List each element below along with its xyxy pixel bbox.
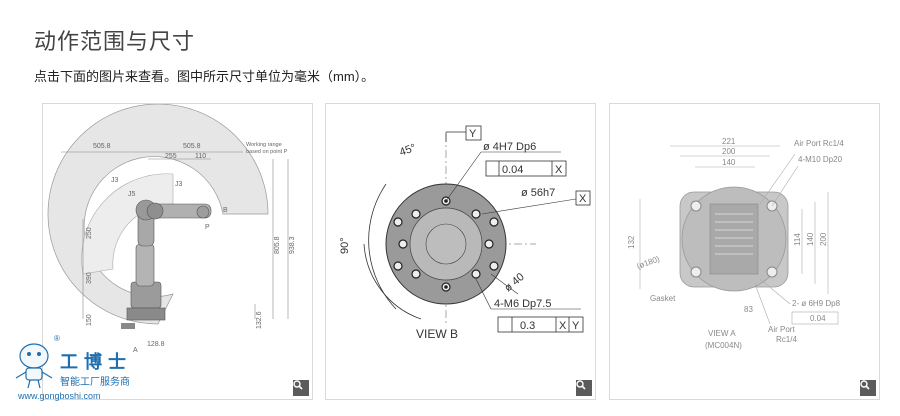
brand-url: www.gongboshi.com	[18, 391, 101, 401]
dim-390: 390	[86, 272, 93, 284]
width-140: 140	[722, 158, 736, 167]
note-working-range: Working range	[246, 142, 282, 148]
air-port-bottom-size: Rc1/4	[776, 335, 797, 344]
angle-45: 45°	[398, 142, 418, 159]
tolerance-0-3: 0.3	[520, 320, 535, 332]
image-card-view-b[interactable]: Y 0.04 X X ø 4H7 Dp6 ø 56h7 45° 90° ø 40…	[325, 103, 596, 400]
datum-y: Y	[469, 128, 477, 140]
view-a-label: VIEW A	[708, 329, 736, 338]
angle-90: 90°	[339, 237, 351, 254]
image-card-working-range[interactable]: 505.8 505.8 255 110 Working range based …	[42, 103, 313, 400]
zoom-button[interactable]	[576, 380, 592, 396]
working-range-drawing: 505.8 505.8 255 110 Working range based …	[47, 104, 296, 354]
note-point-p: based on point P	[246, 149, 288, 155]
dim-805: 805.8	[274, 236, 281, 254]
brand-tagline: 智能工厂服务商	[60, 377, 130, 388]
dim-150: 150	[86, 314, 93, 326]
thread-m10: 4-M10 Dp20	[798, 155, 843, 164]
mascot-logo-icon	[15, 343, 53, 389]
joint-j3b-label: J3	[175, 181, 183, 188]
tolerance2-datum-x: X	[559, 320, 567, 332]
view-b-label: VIEW B	[416, 327, 458, 341]
pin-spec: 2- ø 6H9 Dp8	[792, 299, 841, 308]
tolerance-0-04: 0.04	[502, 164, 523, 176]
point-p-label: P	[205, 224, 210, 231]
dim-505-left: 505.8	[93, 143, 111, 150]
page-subtitle: 点击下面的图片来查看。图中所示尺寸单位为毫米（mm）。	[34, 69, 375, 84]
joint-j5-label: J5	[128, 191, 136, 198]
height-140: 140	[806, 232, 815, 246]
gasket-label: Gasket	[650, 294, 676, 303]
width-83: 83	[744, 305, 753, 314]
zoom-button[interactable]	[860, 380, 876, 396]
tolerance-datum-x: X	[555, 164, 563, 176]
pin-tolerance: 0.04	[810, 314, 826, 323]
image-card-view-a[interactable]: 221 200 140 Air Port Rc1/4 4-M10 Dp20 13…	[609, 103, 880, 400]
brand-name: 工博士	[60, 352, 132, 373]
point-a-label: A	[133, 347, 138, 354]
page-title: 动作范围与尺寸	[34, 29, 196, 54]
dim-128: 128.8	[147, 341, 165, 348]
dim-505-right: 505.8	[183, 143, 201, 150]
joint-j3-label: J3	[111, 177, 119, 184]
tolerance2-datum-y: Y	[572, 320, 580, 332]
width-200: 200	[722, 147, 736, 156]
dim-938: 938.3	[289, 236, 296, 254]
height-200: 200	[819, 232, 828, 246]
dim-255: 255	[165, 153, 177, 160]
diameter-40: ø 40	[502, 271, 527, 294]
air-port-top: Air Port Rc1/4	[794, 139, 844, 148]
base-view-a-drawing: 221 200 140 Air Port Rc1/4 4-M10 Dp20 13…	[627, 137, 844, 350]
flange-view-b-drawing: Y 0.04 X X ø 4H7 Dp6 ø 56h7 45° 90° ø 40…	[339, 125, 591, 341]
thread-spec: 4-M6 Dp7.5	[494, 298, 551, 310]
point-b-label: B	[223, 207, 228, 214]
dim-250: 250	[86, 227, 93, 239]
diameter-180: (ø180)	[636, 254, 662, 271]
dim-110: 110	[195, 153, 206, 160]
hole-spec: ø 4H7 Dp6	[483, 141, 536, 153]
height-114: 114	[793, 233, 802, 246]
air-port-bottom: Air Port	[768, 325, 795, 334]
model-label: (MC004N)	[705, 341, 742, 350]
trademark-mark: ®	[54, 334, 60, 343]
datum-x: X	[579, 193, 587, 205]
dim-132: 132.6	[256, 311, 263, 329]
height-132: 132	[627, 235, 636, 249]
width-221: 221	[722, 137, 736, 146]
diameter-56h7: ø 56h7	[521, 187, 555, 199]
zoom-button[interactable]	[293, 380, 309, 396]
